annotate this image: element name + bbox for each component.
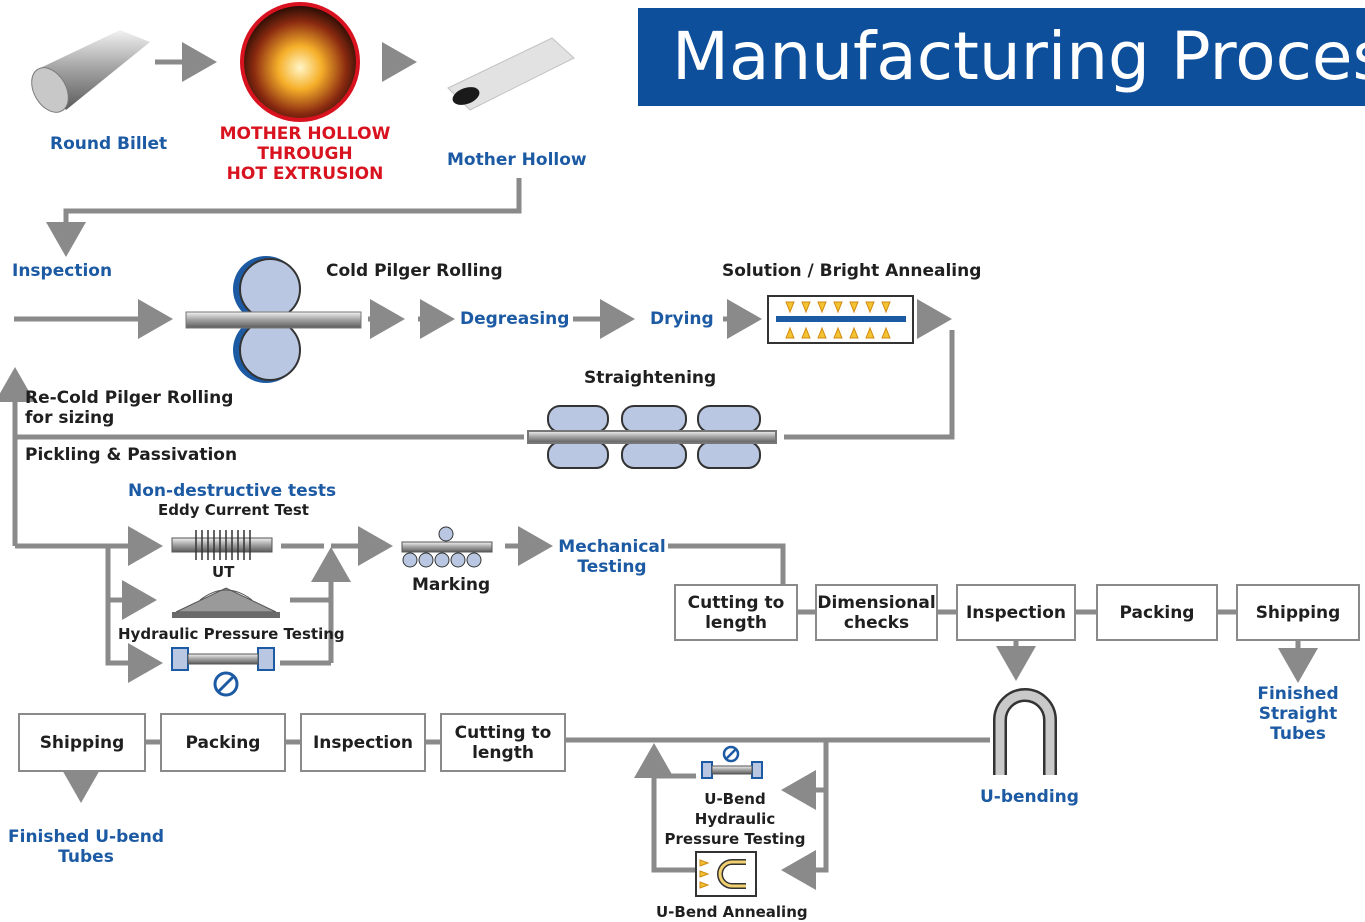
hot-extrusion-image [240,2,360,122]
finished-ubend-label: Finished U-bend Tubes [8,827,165,867]
straight-inspection-box: Inspection [956,584,1076,641]
straightening-label: Straightening [584,368,717,388]
straight-packing-box: Packing [1096,584,1218,641]
mother-hollow-label: Mother Hollow [447,150,587,170]
straight-shipping-box: Shipping [1236,584,1360,641]
inspection-label: Inspection [12,261,113,281]
hydraulic-label: Hydraulic Pressure Testing [118,625,345,643]
ubend-shipping-box: Shipping [18,713,146,772]
hot-extrusion-label: MOTHER HOLLOW THROUGH HOT EXTRUSION [219,124,391,184]
marking-label: Marking [412,575,491,595]
hydraulic-image [171,647,275,697]
marking-image [401,526,493,568]
return-line [784,330,955,440]
page-title: Manufacturing Process [638,8,1365,106]
annealing-label: Solution / Bright Annealing [722,261,982,281]
drying-label: Drying [650,309,714,329]
cold-pilger-label: Cold Pilger Rolling [326,261,503,281]
ubend-inspection-box: Inspection [300,713,426,772]
pickling-label: Pickling & Passivation [25,445,238,465]
u-bend-hydraulic-image [701,745,763,779]
arrow-to-inspection [46,178,522,257]
finished-straight-label: Finished Straight Tubes [1257,684,1339,744]
re-cold-pilger-label: Re-Cold Pilger Rolling for sizing [25,388,234,428]
cold-pilger-image [185,256,362,383]
straightening-image [527,405,777,469]
u-bend-annealing-image [695,851,757,897]
u-bend-annealing-label: U-Bend Annealing [656,903,808,921]
ndt-label: Non-destructive tests [128,481,337,501]
ubend-packing-box: Packing [160,713,286,772]
ut-image [172,587,280,618]
ut-label: UT [212,563,235,581]
eddy-current-image [171,530,273,560]
mechanical-testing-label: Mechanical Testing [558,537,666,577]
degreasing-label: Degreasing [460,309,570,329]
u-bend-hydraulic-label: U-Bend Hydraulic Pressure Testing [664,790,806,848]
u-bend-image [993,688,1057,775]
round-billet-label: Round Billet [50,134,168,154]
mother-hollow-image [447,37,575,111]
u-bending-label: U-bending [980,787,1079,807]
eddy-current-label: Eddy Current Test [158,501,309,519]
round-billet-image [31,30,150,113]
annealing-furnace-image [767,295,914,344]
